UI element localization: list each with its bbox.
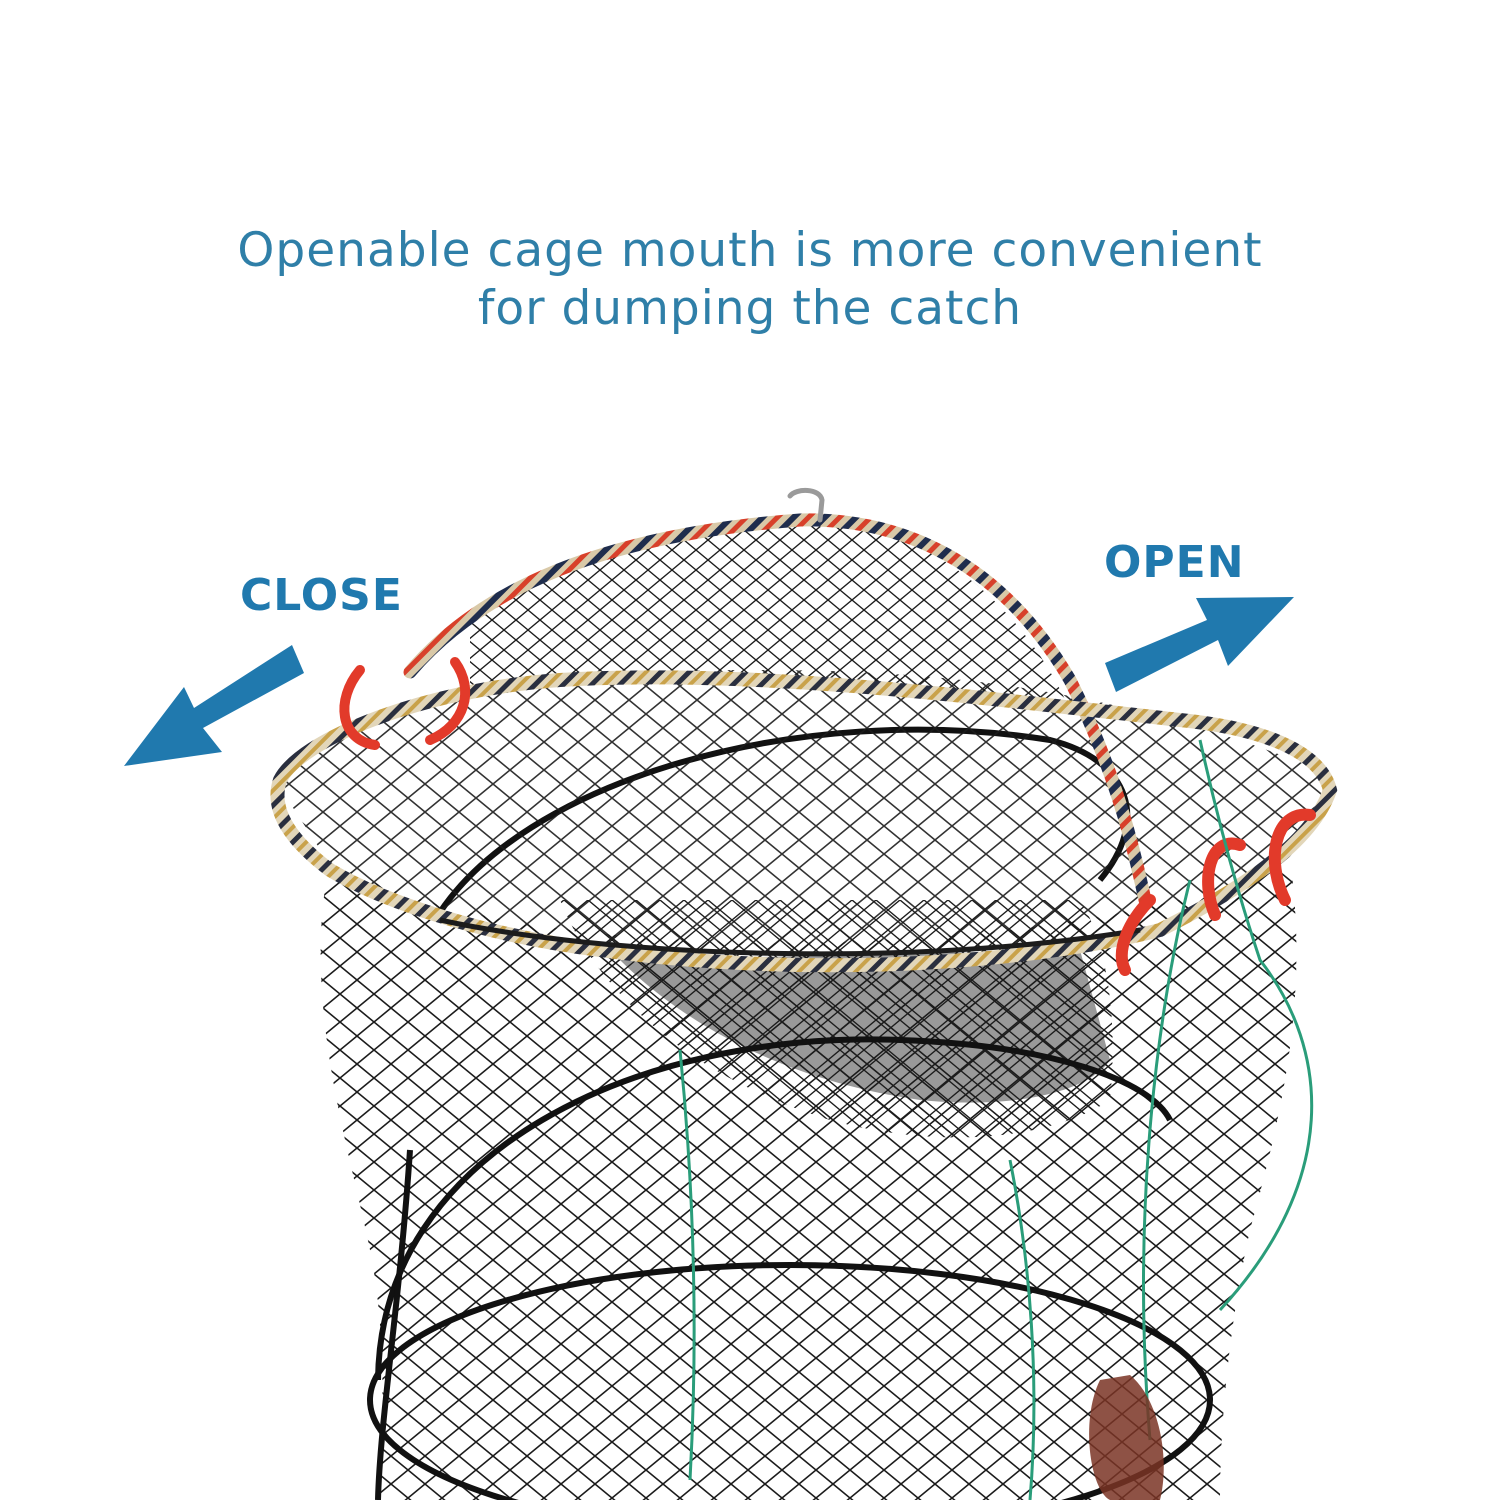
bait-bag (1089, 1375, 1164, 1500)
mouth-rope-ring (270, 670, 1338, 973)
right-clips (1115, 808, 1316, 976)
top-hook-icon (787, 488, 825, 523)
green-lines (678, 739, 1314, 1500)
lid-rope-frame (403, 513, 1152, 907)
open-arrow-icon (1105, 597, 1294, 692)
open-label: OPEN (1104, 537, 1245, 588)
close-label: CLOSE (240, 570, 403, 621)
caption-line-2: for dumping the catch (477, 281, 1023, 336)
close-arrow-icon (124, 645, 304, 766)
left-clips (339, 657, 471, 750)
caption: Openable cage mouth is more convenient f… (0, 222, 1500, 338)
caption-line-1: Openable cage mouth is more convenient (237, 223, 1263, 278)
lid-net (470, 518, 1070, 710)
